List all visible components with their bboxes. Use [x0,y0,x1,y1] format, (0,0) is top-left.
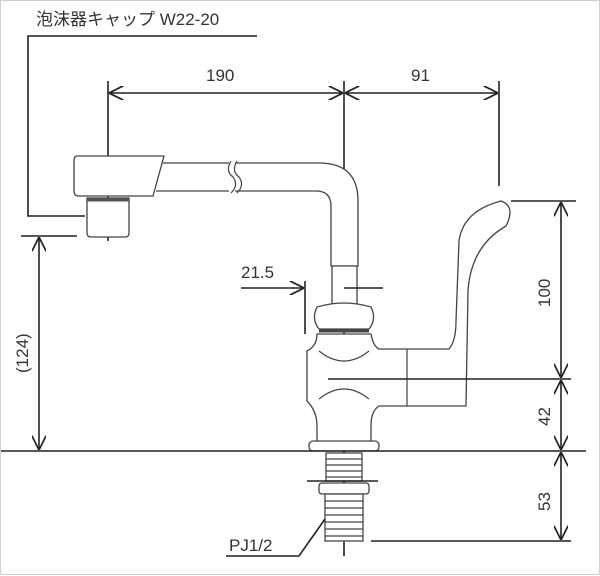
aerator-leader-line [27,35,257,217]
aerator-cap-label: 泡沫器キャップ W22-20 [36,10,219,29]
dim-21-5-label: 21.5 [241,263,274,282]
aerator-cap [86,197,130,238]
thread-label: PJ1/2 [229,536,272,555]
dim-42-label: 42 [535,407,554,426]
swivel-nut [313,302,375,330]
dim-124-label: (124) [13,333,32,373]
dim-190-label: 190 [206,66,234,85]
spout-stem [331,265,358,307]
break-mark [227,160,243,194]
spout-head [73,155,165,197]
dim-91-label: 91 [411,66,430,85]
faucet-body [306,200,511,447]
spout-pipe [156,162,359,267]
base-flange [308,440,380,452]
dim-53-label: 53 [535,492,554,511]
dim-100-label: 100 [535,279,554,307]
thread-leader-line [226,518,326,557]
threaded-shank [307,452,378,542]
